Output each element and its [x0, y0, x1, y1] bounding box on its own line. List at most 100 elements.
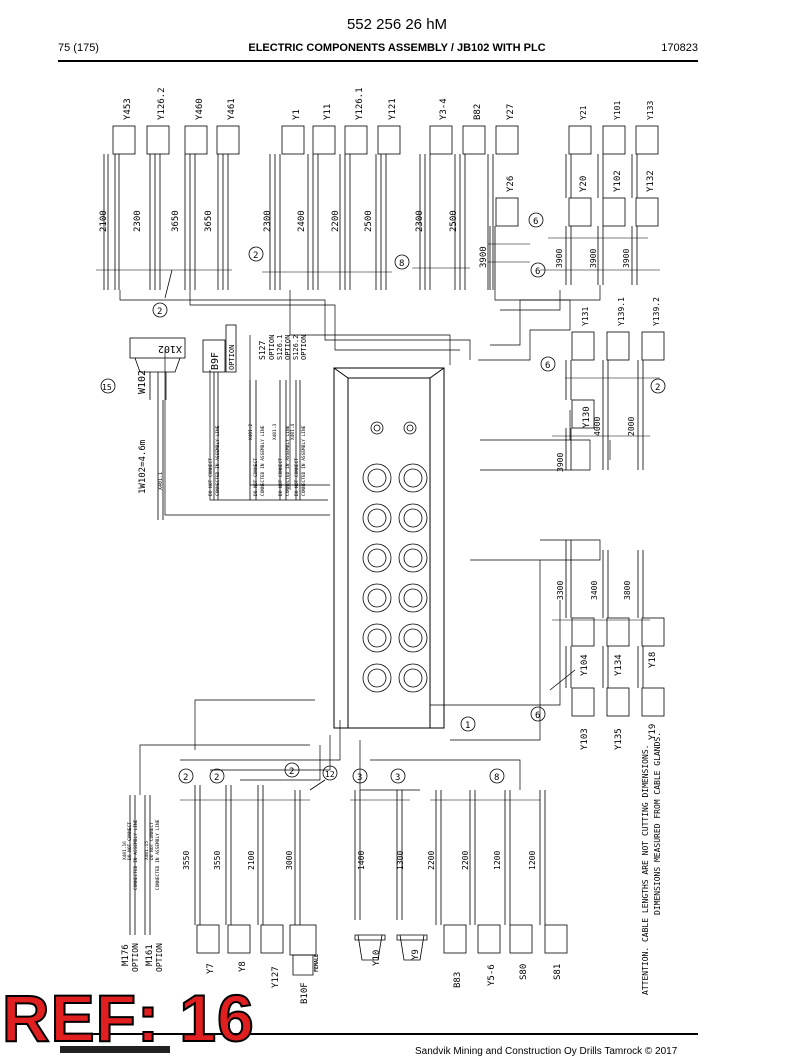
- component-box-y131: [571, 331, 595, 361]
- label-y104: Y104: [580, 654, 590, 676]
- component-box-y27: [495, 125, 519, 155]
- length-3900b: 3900: [589, 249, 598, 268]
- top-group-2-wires: [262, 125, 401, 290]
- component-box-y139-1: [606, 331, 630, 361]
- footer-rule: [58, 1033, 698, 1035]
- component-box-y461: [216, 125, 240, 155]
- x102-label: X102: [158, 343, 182, 354]
- option-s127: S127: [258, 341, 267, 360]
- component-box-y453: [112, 125, 136, 155]
- component-box-y3-4: [429, 125, 453, 155]
- component-box-y11: [312, 125, 336, 155]
- length-3650a: 3650: [171, 210, 181, 232]
- label-y3-4: Y3-4: [439, 98, 449, 120]
- reference-stamp: REF: 16: [1, 981, 255, 1055]
- length-2100-bot: 2100: [247, 851, 256, 870]
- label-y1: Y1: [292, 109, 302, 120]
- length-2200-bot-b: 2200: [461, 851, 470, 870]
- component-box-y103: [571, 687, 595, 717]
- attention-line-1: ATTENTION. CABLE LENGTHS ARE NOT CUTTING…: [641, 745, 650, 995]
- document-number: 552 256 26 hM: [346, 16, 448, 33]
- label-y130: Y130: [582, 406, 592, 428]
- component-box-s81: [544, 924, 568, 954]
- note-do-not-connect: DO NOT CONNECT: [149, 822, 155, 860]
- page-title: ELECTRIC COMPONENTS ASSEMBLY / JB102 WIT…: [248, 42, 546, 54]
- callout-2: 2: [253, 251, 258, 261]
- callout-8: 8: [399, 259, 404, 269]
- wire-tag: X401.4: [290, 423, 296, 440]
- label-y5-6: Y5-6: [487, 964, 497, 986]
- label-s80: S80: [519, 964, 529, 980]
- callout-3: 3: [395, 773, 400, 783]
- wire-tag: X401.3: [272, 423, 278, 440]
- component-box-y132: [635, 197, 659, 227]
- x102-length: 1W102=4.6m: [138, 440, 148, 494]
- component-box-y127: [260, 924, 284, 954]
- label-y131: Y131: [581, 307, 590, 326]
- wire-tag: X401.1: [158, 472, 164, 490]
- length-3900c: 3900: [622, 249, 631, 268]
- label-y126-2: Y126.2: [157, 87, 167, 120]
- label-b82: B82: [473, 104, 483, 120]
- callout-1: 1: [465, 721, 470, 731]
- callout-2: 2: [289, 767, 294, 777]
- label-m176-option: OPTION: [131, 943, 140, 972]
- component-box-b83: [443, 924, 467, 954]
- callout-2: 2: [655, 383, 660, 393]
- label-y7: Y7: [206, 963, 216, 974]
- callout-3: 3: [357, 773, 362, 783]
- option-s126-1: S126.1: [276, 335, 284, 360]
- label-y461: Y461: [227, 98, 237, 120]
- label-y132: Y132: [646, 170, 656, 192]
- callout-8: 8: [494, 773, 499, 783]
- note-connected-in-assembly: CONNECTED IN ASSEMBLY LINE: [260, 425, 266, 496]
- note-connected-in-assembly: CONNECTED IN ASSEMBLY LINE: [155, 819, 161, 890]
- callout-15: 15: [102, 383, 112, 392]
- label-y139-2: Y139.2: [652, 297, 661, 326]
- length-2200-bot-a: 2200: [427, 851, 436, 870]
- lower-right-group-wires: [549, 540, 665, 717]
- label-y135: Y135: [614, 728, 624, 750]
- note-do-not-connect: DO NOT CONNECT: [294, 458, 300, 496]
- x102-connector: [129, 337, 186, 520]
- label-y134: Y134: [614, 654, 624, 676]
- label-y102: Y102: [613, 170, 623, 192]
- note-connected-in-assembly: CONNECTED IN ASSEMBLY LINE: [133, 819, 139, 890]
- component-box-y121: [377, 125, 401, 155]
- label-female: FEMALE: [314, 954, 320, 972]
- callout-circles: [100, 212, 666, 784]
- label-y101: Y101: [613, 101, 622, 120]
- length-2300-g3: 2300: [415, 210, 425, 232]
- label-y26: Y26: [506, 176, 516, 192]
- length-2200: 2200: [331, 210, 341, 232]
- page-number: 75 (175): [58, 42, 99, 54]
- label-m161: M161: [145, 944, 155, 966]
- label-y11: Y11: [323, 104, 333, 120]
- component-box-y1: [281, 125, 305, 155]
- revision-date: 170823: [661, 42, 698, 54]
- mid-right-group-wires: [552, 331, 665, 470]
- component-box-y133: [635, 125, 659, 155]
- length-3900a: 3900: [555, 249, 564, 268]
- callout-12: 12: [325, 770, 335, 779]
- length-3400: 3400: [590, 581, 599, 600]
- callout-6: 6: [535, 711, 540, 721]
- length-2500: 2500: [364, 210, 374, 232]
- component-box-b10f: [289, 924, 317, 956]
- length-1200a: 1200: [493, 851, 502, 870]
- top-group-1-wires: [96, 125, 240, 299]
- label-m161-option: OPTION: [155, 943, 164, 972]
- callout-2: 2: [214, 773, 219, 783]
- length-4000: 4000: [593, 417, 602, 436]
- label-b83: B83: [453, 972, 463, 988]
- wire-tag: X401.15: [144, 841, 150, 860]
- label-y8: Y8: [238, 961, 248, 972]
- component-box-y134: [606, 617, 630, 647]
- label-y21: Y21: [579, 105, 588, 120]
- company-logo: [60, 1046, 170, 1053]
- component-box-y7: [196, 924, 220, 954]
- component-box-y130: [571, 399, 595, 429]
- note-connected-in-assembly: CONNECTED IN ASSEMBLY LINE: [285, 425, 291, 496]
- length-2300-g2: 2300: [263, 210, 273, 232]
- length-2000: 2000: [627, 417, 636, 436]
